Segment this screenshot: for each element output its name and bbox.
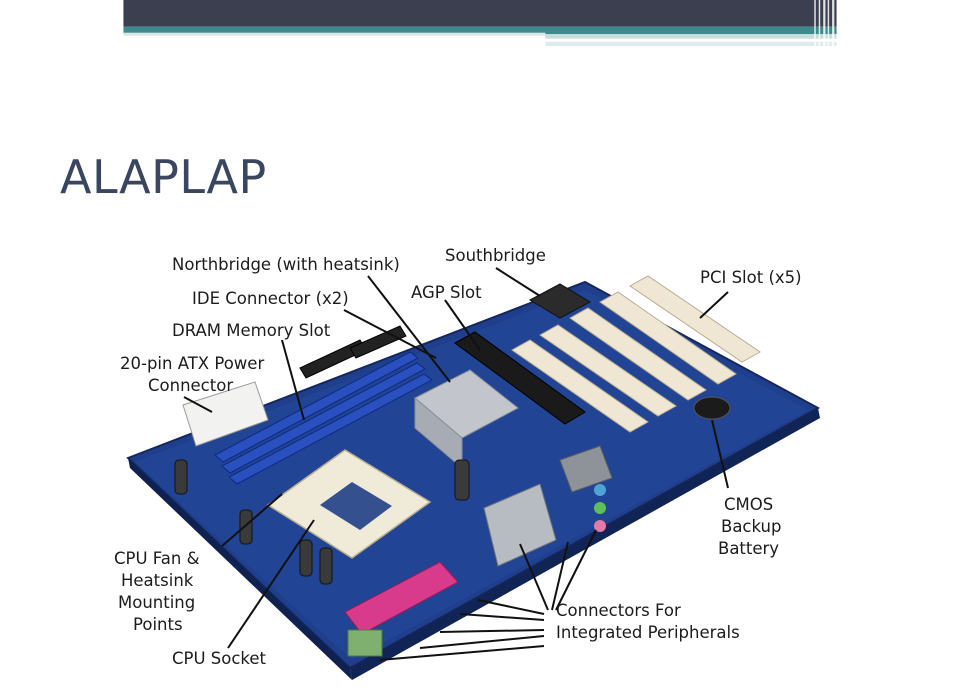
label-cmos-line1: CMOS	[724, 495, 774, 514]
label-cmos-line2: Backup	[721, 517, 782, 536]
label-fan-line1: CPU Fan &	[114, 549, 200, 568]
pci-slots	[511, 275, 761, 433]
label-fan-line4: Points	[133, 615, 183, 634]
agp-slot	[454, 331, 586, 425]
capacitors	[174, 459, 470, 585]
label-periph-line1: Connectors For	[556, 601, 681, 620]
dram-slots	[214, 351, 433, 485]
leader-lines	[183, 267, 729, 661]
rear-io-parallel	[344, 561, 459, 635]
label-ide-connector: IDE Connector (x2)	[192, 289, 349, 308]
label-fan-line2: Heatsink	[121, 571, 194, 590]
label-agp-slot: AGP Slot	[411, 283, 482, 302]
label-northbridge: Northbridge (with heatsink)	[172, 255, 400, 274]
label-cmos-line3: Battery	[718, 539, 780, 558]
label-cpu-socket: CPU Socket	[172, 649, 267, 668]
header-band	[123, 0, 837, 47]
label-pci-slot: PCI Slot (x5)	[700, 268, 802, 287]
southbridge-chip	[528, 283, 592, 319]
label-atx-line1: 20-pin ATX Power	[120, 354, 265, 373]
label-atx-line2: Connector	[148, 376, 234, 395]
label-periph-line2: Integrated Peripherals	[556, 623, 740, 642]
slide-title: ALAPLAP	[60, 150, 267, 204]
label-southbridge: Southbridge	[445, 246, 546, 265]
atx-power-connector	[182, 381, 269, 447]
label-dram-slot: DRAM Memory Slot	[172, 321, 331, 340]
label-fan-line3: Mounting	[118, 593, 196, 612]
cmos-battery	[693, 396, 731, 420]
